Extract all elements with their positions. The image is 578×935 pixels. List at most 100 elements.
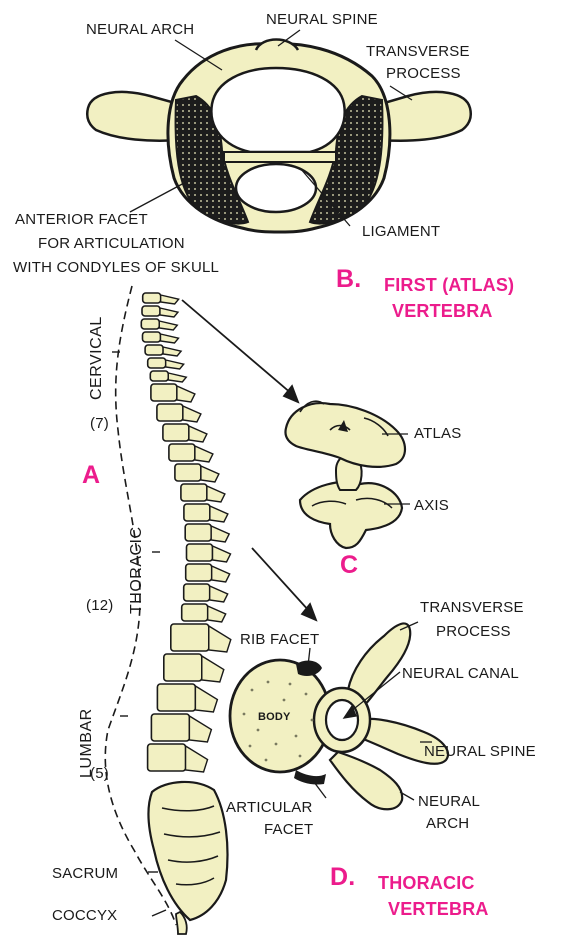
vertebra-cervical-1: [143, 293, 161, 303]
label-neural-arch: NEURAL ARCH: [86, 20, 194, 39]
vertebra-lumbar-22: [157, 684, 195, 711]
spinous-process-11: [195, 446, 213, 462]
label-axis: AXIS: [414, 496, 449, 515]
atlas-axis-drawing: [285, 401, 405, 548]
axis-body: [300, 482, 402, 548]
spinous-process-13: [207, 486, 225, 502]
vertebra-cervical-5: [145, 345, 163, 355]
label-sacrum: SACRUM: [52, 864, 118, 883]
body-texture-dot: [251, 689, 254, 692]
vertebra-cervical-2: [142, 306, 160, 316]
spinous-process-3: [159, 321, 177, 330]
spinous-process-20: [209, 626, 231, 652]
panel-b-title-line2: VERTEBRA: [392, 302, 493, 321]
spinous-process-10: [189, 426, 207, 442]
spinous-process-5: [163, 347, 181, 356]
label-cervical-count: (7): [90, 414, 109, 433]
thoracic-neural-arch: [330, 752, 402, 809]
vertebra-lumbar-21: [164, 654, 202, 681]
vertebra-thoracic-14: [184, 504, 210, 521]
label-d-neural-spine: NEURAL SPINE: [424, 742, 536, 761]
panel-d-letter: D.: [330, 868, 355, 887]
panel-d-title-line2: VERTEBRA: [388, 900, 489, 919]
body-texture-dot: [249, 745, 252, 748]
spinous-process-23: [189, 716, 211, 742]
vertebra-thoracic-19: [182, 604, 208, 621]
vertebra-thoracic-13: [181, 484, 207, 501]
label-d-transverse-2: PROCESS: [436, 622, 511, 641]
label-anterior-facet-1: ANTERIOR FACET: [15, 210, 148, 229]
body-texture-dot: [267, 681, 270, 684]
spinous-process-24: [186, 746, 208, 772]
label-lumbar-count: (5): [90, 764, 109, 783]
label-ligament: LIGAMENT: [362, 222, 440, 241]
spinous-process-4: [161, 334, 179, 343]
spinous-process-12: [201, 466, 219, 482]
vertebra-thoracic-9: [157, 404, 183, 421]
label-articular-facet-1: ARTICULAR: [226, 798, 313, 817]
label-d-neural-arch-1: NEURAL: [418, 792, 480, 811]
vertebra-lumbar-23: [151, 714, 189, 741]
articular-facet: [294, 770, 326, 785]
spinous-process-2: [160, 308, 178, 317]
label-neural-spine: NEURAL SPINE: [266, 10, 378, 29]
panel-d-title-line1: THORACIC: [378, 874, 475, 893]
spinous-process-16: [213, 546, 231, 562]
label-neural-canal: NEURAL CANAL: [402, 664, 519, 683]
vertebral-foramen: [211, 68, 344, 152]
spinous-process-17: [212, 566, 230, 582]
vertebra-thoracic-12: [175, 464, 201, 481]
spinous-process-18: [210, 586, 228, 602]
vertebra-thoracic-16: [187, 544, 213, 561]
body-texture-dot: [275, 743, 278, 746]
panel-b-letter: B.: [336, 270, 361, 289]
spinous-process-15: [211, 526, 229, 542]
dens-opening: [236, 164, 316, 212]
body-texture-dot: [305, 693, 308, 696]
label-transverse-process-1: TRANSVERSE: [366, 42, 470, 61]
label-thoracic: THORACIC: [128, 526, 146, 614]
vertebra-cervical-6: [148, 358, 166, 368]
spinous-process-19: [208, 606, 226, 622]
label-rib-facet: RIB FACET: [240, 630, 319, 649]
label-transverse-process-2: PROCESS: [386, 64, 461, 83]
vertebra-cervical-7: [150, 371, 168, 381]
body-texture-dot: [311, 719, 314, 722]
neural-canal: [326, 700, 358, 740]
label-d-transverse-1: TRANSVERSE: [420, 598, 524, 617]
body-texture-dot: [243, 713, 246, 716]
label-anterior-facet-2: FOR ARTICULATION: [38, 234, 185, 253]
atlas-spine: [256, 40, 298, 51]
body-texture-dot: [289, 683, 292, 686]
label-anterior-facet-3: WITH CONDYLES OF SKULL: [13, 258, 219, 277]
label-d-neural-arch-2: ARCH: [426, 814, 469, 833]
spinous-process-6: [166, 360, 184, 369]
sacrum: [148, 782, 227, 920]
body-texture-dot: [283, 699, 286, 702]
body-texture-dot: [299, 755, 302, 758]
vertebra-cervical-4: [143, 332, 161, 342]
body-texture-dot: [295, 735, 298, 738]
body-texture-dot: [265, 759, 268, 762]
label-articular-facet-2: FACET: [264, 820, 313, 839]
label-body: BODY: [258, 708, 291, 727]
spinous-process-9: [183, 406, 201, 422]
body-texture-dot: [257, 729, 260, 732]
spinous-process-1: [161, 295, 179, 304]
vertebra-thoracic-17: [186, 564, 212, 581]
vertebra-lumbar-24: [148, 744, 186, 771]
vertebra-lumbar-20: [171, 624, 209, 651]
vertebra-thoracic-15: [185, 524, 211, 541]
vertebral-column: [105, 286, 231, 934]
panel-a-letter: A: [82, 466, 100, 485]
spinous-process-22: [195, 686, 217, 712]
label-cervical: CERVICAL: [88, 316, 106, 400]
vertebra-thoracic-8: [151, 384, 177, 401]
spinous-process-8: [177, 386, 195, 402]
label-coccyx: COCCYX: [52, 906, 117, 925]
ligament-bar: [224, 152, 336, 162]
vertebra-thoracic-10: [163, 424, 189, 441]
vertebra-cervical-3: [141, 319, 159, 329]
spinous-process-21: [202, 656, 224, 682]
